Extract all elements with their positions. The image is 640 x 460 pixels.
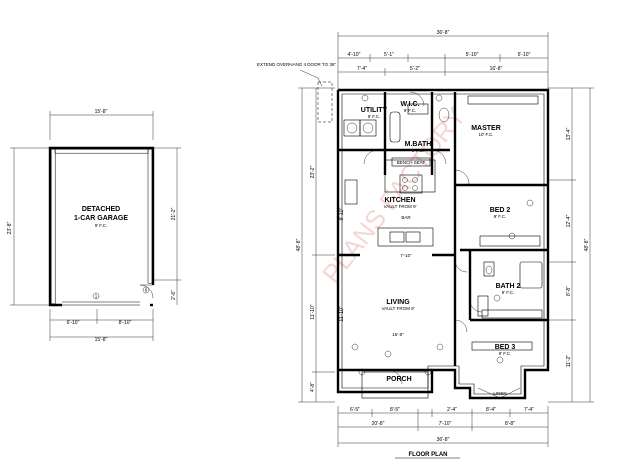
dim-top-r1-0: 4'-10": [348, 52, 361, 58]
dim-bottom-r2-2: 8'-8": [505, 421, 515, 427]
dim-left-0: 23'-2": [310, 165, 316, 178]
bench-label: BENCH SEAT: [397, 160, 426, 165]
room-porch-name: PORCH: [386, 376, 411, 383]
room-bed2-sub: 9' F.C.: [494, 214, 507, 219]
room-master-sub: 10' F.C.: [478, 132, 493, 137]
room-utility-sub: 9' F.C.: [368, 114, 381, 119]
garage-plan: 15'-8" 23'-8" 21'-2" 2'-6" 6 1 DETACHED …: [7, 109, 181, 343]
linen-label: LINEN: [493, 391, 506, 396]
garage-dim-right-small: 2'-6": [171, 290, 177, 300]
dim-bottom-r2-1: 7'-10": [439, 421, 452, 427]
room-bed2-name: BED 2: [490, 207, 511, 214]
dim-right-1: 12'-4": [566, 214, 572, 227]
dim-bottom-r1-2: 2'-4": [447, 407, 457, 413]
plan-caption: FLOOR PLAN: [409, 452, 448, 458]
dim-top-r2-1: 5'-2": [410, 66, 420, 72]
room-wic-name: W.I.C.: [400, 101, 419, 108]
room-living-name: LIVING: [386, 299, 410, 306]
garage-title-line2: 1-CAR GARAGE: [74, 215, 128, 222]
overhang-note: EXTEND OVERHANG 4 DOOR TO 36": [257, 62, 336, 67]
dim-bottom-r1-0: 6'-5": [350, 407, 360, 413]
room-kitchen-sub: VAULT FROM 9': [384, 204, 417, 209]
dim-bottom-r2-0: 20'-8": [372, 421, 385, 427]
watermark-text: PLANS FACTORY: [316, 101, 472, 288]
house-plan: EXTEND OVERHANG 4 DOOR TO 36" 36'-8" 4'-…: [257, 30, 594, 459]
dim-top-r2-2: 16'-8": [490, 66, 503, 72]
dim-bottom-r1-4: 7'-4": [524, 407, 534, 413]
room-bath2-sub: 9' F.C.: [502, 290, 515, 295]
room-mbath-name: M.BATH: [405, 141, 432, 148]
garage-window-tag: 6: [145, 288, 148, 293]
room-bath2-name: BATH 2: [496, 283, 521, 290]
room-mbath-sub: 9' F.C.: [412, 148, 425, 153]
dim-bottom-overall: 36'-8": [437, 437, 450, 443]
dim-right-0: 13'-4": [566, 127, 572, 140]
room-utility-name: UTILITY: [361, 107, 388, 114]
dim-right-2: 8'-8": [566, 286, 572, 296]
dim-top-r1-3: 5'-10": [518, 52, 531, 58]
garage-dim-bottom-left: 6'-10": [67, 320, 80, 326]
dim-top-r1-2: 5'-10": [466, 52, 479, 58]
garage-dim-right: 21'-2": [171, 207, 177, 220]
room-bed3-sub: 9' F.C.: [499, 351, 512, 356]
dim-right-overall: 48'-8": [584, 238, 590, 251]
dim-left-2: 4'-8": [310, 382, 316, 392]
room-living-sub: VAULT FROM 9': [382, 306, 415, 311]
garage-dim-bottom-right: 8'-10": [119, 320, 132, 326]
room-kitchen-name: KITCHEN: [384, 197, 415, 204]
dim-top-overall: 36'-8": [437, 30, 450, 36]
living-ceiling-label: 7'-10": [400, 253, 412, 258]
bar-label: BAR: [401, 215, 411, 220]
dim-bottom-r1-3: 8'-4": [486, 407, 496, 413]
room-wic-sub: 9' F.C.: [404, 108, 417, 113]
garage-dim-bottom-total: 15'-8": [95, 337, 108, 343]
room-master-name: MASTER: [471, 125, 501, 132]
room-bed3-name: BED 3: [495, 344, 516, 351]
garage-title-line1: DETACHED: [82, 206, 120, 213]
garage-dim-left: 23'-8": [7, 221, 13, 234]
living-width-label: 11'-10": [339, 306, 345, 321]
garage-dim-top: 15'-8": [95, 109, 108, 115]
garage-ceiling: 9' F.C.: [95, 223, 108, 228]
dim-top-r2-0: 7'-4": [357, 66, 367, 72]
living-depth-label: 15'-8": [392, 332, 404, 337]
dim-right-3: 11'-2": [566, 355, 572, 368]
dim-bottom-r1-1: 8'-5": [390, 407, 400, 413]
garage-door-tag: 1: [95, 294, 98, 299]
dim-top-r1-1: 5'-1": [384, 52, 394, 58]
dim-left-overall: 48'-8": [296, 238, 302, 251]
dim-left-1: 11'-10": [310, 304, 316, 319]
kitchen-depth-label: 9'-10": [339, 207, 345, 220]
